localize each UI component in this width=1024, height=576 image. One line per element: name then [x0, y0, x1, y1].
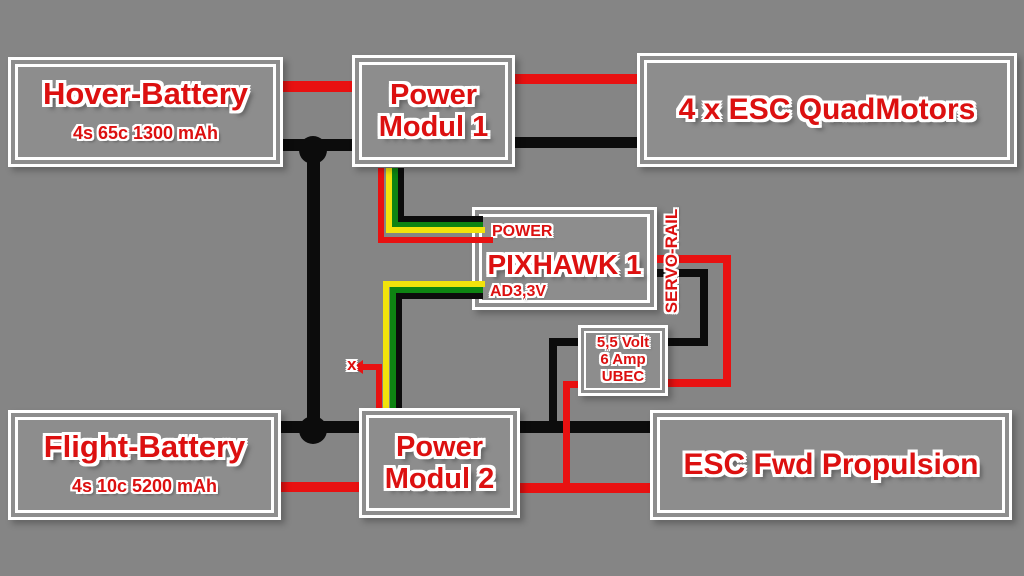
- esc-fwd-propulsion-box: ESC Fwd Propulsion: [650, 410, 1012, 520]
- power-modul-2-line1: Power: [395, 430, 484, 463]
- servo-rail-label: SERVO-RAIL: [662, 208, 681, 314]
- wire-ad33v-bundle-green-vertical: [390, 287, 396, 408]
- pixhawk-box-inner: POWER PIXHAWK 1 AD3,3V: [479, 214, 650, 303]
- wire-power-bundle-green-horizontal: [392, 222, 483, 228]
- ubec-line2: 6 Amp: [600, 351, 646, 369]
- power-modul-1-line1: Power: [389, 78, 478, 111]
- wire-power-bundle-black-horizontal: [398, 216, 483, 222]
- esc-fwd-propulsion-title: ESC Fwd Propulsion: [683, 448, 979, 482]
- junction-dot-bottom: [299, 416, 327, 444]
- power-modul-1-box-inner: Power Modul 1: [359, 62, 508, 160]
- wire-black-vertical-bus: [307, 144, 320, 432]
- pixhawk-box: POWER PIXHAWK 1 AD3,3V: [472, 207, 657, 310]
- wire-servorail-positive-vertical: [723, 255, 731, 387]
- wire-power-bundle-red-vertical: [378, 168, 384, 243]
- hover-battery-box: Hover-Battery 4s 65c 1300 mAh: [8, 57, 283, 167]
- wire-power-bundle-green-vertical: [392, 168, 398, 228]
- hover-battery-box-inner: Hover-Battery 4s 65c 1300 mAh: [15, 64, 276, 160]
- flight-battery-box-inner: Flight-Battery 4s 10c 5200 mAh: [15, 417, 274, 513]
- power-modul-2-box-inner: Power Modul 2: [366, 415, 513, 511]
- power-modul-1-line2: Modul 1: [378, 111, 489, 143]
- wire-ubec-input-positive-horizontal: [563, 381, 578, 388]
- wire-power-bundle-yellow-horizontal: [386, 227, 485, 233]
- ubec-box-inner: 5,5 Volt 6 Amp UBEC: [584, 331, 662, 390]
- hover-battery-title: Hover-Battery: [42, 76, 248, 111]
- wire-pm1-to-escquad-positive: [515, 74, 638, 84]
- wire-ubec-input-negative-horizontal: [549, 338, 578, 346]
- wire-servorail-positive-top: [657, 255, 731, 263]
- wire-ad33v-bundle-yellow-vertical: [383, 281, 389, 408]
- wire-ubec-output-positive: [668, 379, 731, 387]
- wire-ad33v-bundle-black-horizontal: [396, 293, 483, 299]
- wire-ubec-input-negative-vertical: [549, 338, 557, 433]
- power-modul-1-box: Power Modul 1: [352, 55, 515, 167]
- wire-ad33v-bundle-yellow-horizontal: [383, 281, 485, 287]
- wire-ad33v-bundle-red-vertical-stub: [376, 364, 382, 408]
- esc-quadmotors-box: 4 x ESC QuadMotors: [637, 53, 1017, 167]
- wire-power-bundle-black-vertical: [398, 168, 404, 222]
- wire-flight-battery-positive: [278, 482, 360, 492]
- esc-quadmotors-title: 4 x ESC QuadMotors: [678, 93, 976, 127]
- disconnect-x-label: x: [347, 355, 357, 374]
- wire-ad33v-bundle-green-horizontal: [390, 287, 483, 293]
- pixhawk-ad33v-port-label: AD3,3V: [490, 283, 547, 300]
- wire-pm1-to-escquad-negative: [515, 137, 638, 148]
- pixhawk-power-port-label: POWER: [492, 223, 553, 240]
- red-stub-arrowhead: [353, 360, 363, 374]
- wire-servorail-negative-vertical: [700, 269, 708, 346]
- flight-battery-title: Flight-Battery: [43, 429, 246, 464]
- esc-fwd-propulsion-box-inner: ESC Fwd Propulsion: [657, 417, 1005, 513]
- ubec-box: 5,5 Volt 6 Amp UBEC: [578, 325, 668, 396]
- power-modul-2-box: Power Modul 2: [359, 408, 520, 518]
- esc-quadmotors-box-inner: 4 x ESC QuadMotors: [644, 60, 1010, 160]
- wire-pm2-to-escfwd-negative: [520, 421, 651, 433]
- wire-ubec-output-negative: [668, 338, 708, 346]
- flight-battery-box: Flight-Battery 4s 10c 5200 mAh: [8, 410, 281, 520]
- flight-battery-subtitle: 4s 10c 5200 mAh: [71, 475, 218, 496]
- pixhawk-title: PIXHAWK 1: [487, 249, 642, 280]
- wire-power-bundle-yellow-vertical: [386, 168, 392, 233]
- power-modul-2-line2: Modul 2: [384, 463, 495, 495]
- wire-ad33v-red-stub-horizontal: [362, 364, 380, 370]
- ubec-line3: UBEC: [601, 367, 645, 385]
- wire-ad33v-bundle-black-vertical: [396, 293, 402, 408]
- junction-dot-top: [299, 136, 327, 164]
- wire-ubec-input-positive-vertical: [563, 381, 570, 492]
- wire-pm2-to-escfwd-positive: [520, 483, 651, 493]
- wire-servorail-negative-top: [657, 269, 708, 277]
- wire-power-bundle-red-horizontal: [378, 237, 493, 243]
- wire-hover-battery-positive: [283, 81, 353, 92]
- ubec-line1: 5,5 Volt: [596, 334, 650, 352]
- hover-battery-subtitle: 4s 65c 1300 mAh: [72, 122, 219, 143]
